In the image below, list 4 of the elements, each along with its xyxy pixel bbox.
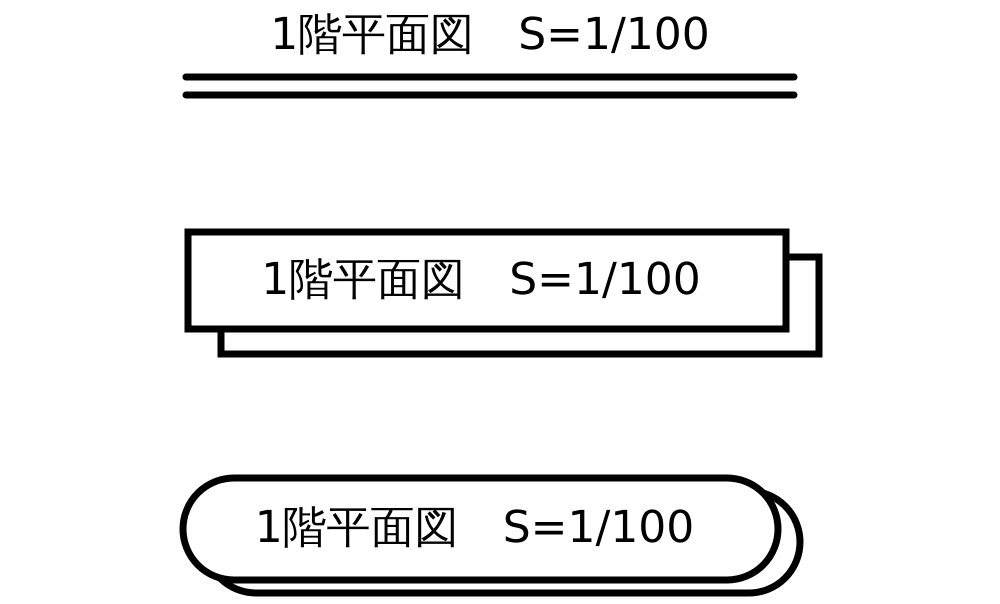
title-text: 1階平面図 S=1/100 — [261, 254, 701, 304]
title-text: 1階平面図 S=1/100 — [270, 10, 710, 60]
title-text: 1階平面図 S=1/100 — [254, 503, 694, 553]
shadowed-title-pill — [179, 474, 805, 598]
